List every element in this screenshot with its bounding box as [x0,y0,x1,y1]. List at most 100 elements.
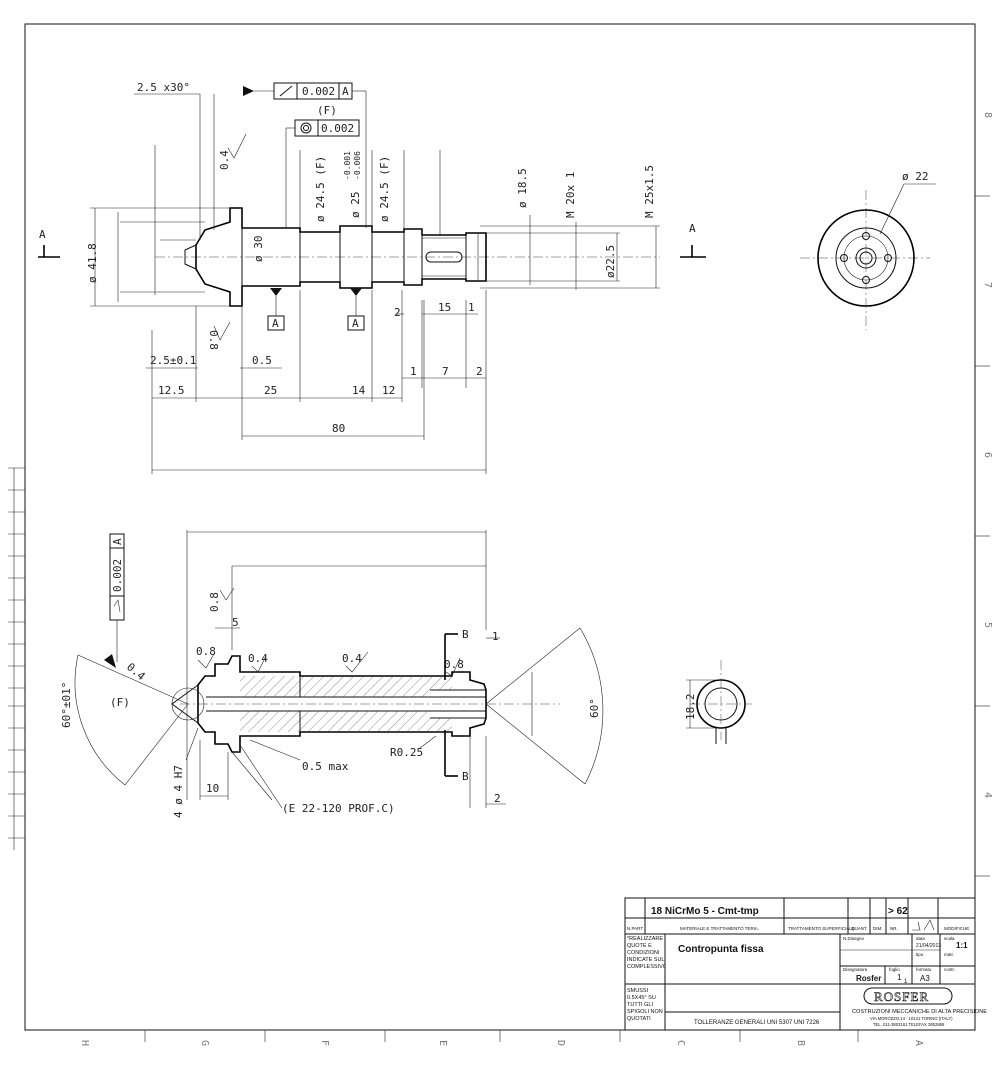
datum-a-2: A [352,317,359,330]
zone-number-4: 4 [982,792,993,798]
runout-value: 0.002 [302,85,335,98]
roughness-08-right: 0.8 [444,658,464,671]
roughness-04-top: 0.4 [218,150,231,170]
company-addr: VIA MOROZZO,14 - 10141 TORINO (ITALY) [870,1016,953,1021]
max-note: 0.5 max [302,760,349,773]
hardness-label: > 62 [888,906,908,917]
end-view: ø 22 [800,170,936,330]
dia-41-8-label: ø 41.8 [86,243,99,283]
dim-2-label: 2 [394,306,401,319]
runout-value-vertical: 0.002 [111,559,124,592]
date-value: 21/04/2013 [916,943,941,949]
roughness-04-c: 0.4 [124,660,148,683]
roughness-08-bottom: 0.8 [207,330,220,350]
zone-letter-d: D [555,1040,566,1046]
right-zone-ruler: 8 7 6 5 4 [975,112,993,877]
dim-2-section-label: 2 [494,792,501,805]
section-b-bottom-label: B [462,770,469,783]
dim-25-label: 25 [264,384,277,397]
concentricity-value: 0.002 [321,122,354,135]
dia-22-label: ø 22 [902,170,929,183]
dim-12-label: 12 [382,384,395,397]
zone-number-7: 7 [982,282,993,288]
concentricity-ref: (F) [317,104,337,117]
holes-note: 4 ø 4 H7 [172,765,185,818]
dia-25-tol-upper: -0.001 [343,151,352,180]
zone-number-8: 8 [982,112,993,118]
angle-60-label: 60° [588,698,601,718]
dim-80-label: 80 [332,422,345,435]
dia-30-label: ø 30 [252,236,265,263]
angle-60-tol-label: 60°±01° [60,682,73,728]
company-tel: TEL. 011-3803161 TELEFAX 3852869 [873,1022,945,1027]
zone-number-6: 6 [982,452,993,458]
col-dim: DIM. [873,926,883,931]
roughness-08-top: 0.8 [208,592,221,612]
dim-14-label: 14 [352,384,366,397]
zone-letter-h: H [79,1040,90,1046]
zone-letter-c: C [675,1040,686,1046]
chamfer-note: 2.5 x30° [137,81,190,94]
dim-5-label: 5 [232,616,239,629]
left-60-angle-arc [74,654,126,786]
col-quant: QUANT. [851,926,868,931]
runout-datum-vertical: A [111,538,124,545]
note-smussi: SMUSSI 0.5X45° SU TUTTI GLI SPIGOLI NON … [627,988,663,1022]
right-60-angle-arc [579,627,604,785]
zone-letter-b: B [795,1040,806,1046]
label-foglio: foglio [889,967,900,972]
sheet-no: 1 [897,973,902,982]
title-block: 18 NiCrMo 5 - Cmt-tmp > 62 N.PART MATERI… [624,897,987,1031]
drawer-value: Rosfer [856,974,881,983]
dia-24-5-f2-label: ø 24.5 (F) [378,156,391,222]
tolerances-note: TOLLERANZE GENERALI UNI 5307 UNI 7226 [694,1020,820,1026]
format-value: A3 [920,974,930,983]
roughness-04-b: 0.4 [342,652,362,665]
label-data: data [916,936,925,941]
part-name: Contropunta fissa [678,944,764,955]
company-logo: ROSFER [874,989,929,1004]
label-disegnatore: Disegnatore [843,967,868,972]
dim-2b-label: 2 [476,365,483,378]
scale-value: 1:1 [956,941,968,950]
label-formato: formato [916,967,932,972]
bolt-hole-1 [862,232,870,240]
dia-18-2-label: 18.2 [684,694,697,721]
dim-2-5-tol-label: 2.5±0.1 [150,354,196,367]
section-a-right-label: A [689,222,696,235]
section-b-top-label: B [462,628,469,641]
label-mat: matr. [944,952,954,957]
zone-letter-f: F [319,1040,330,1046]
key-slot [425,251,463,263]
bolt-hole-2 [862,276,870,284]
bolt-hole-3 [840,254,848,262]
col-material: MATERIALE E TRATTAMENTO TERm. [680,926,759,931]
label-ndisegno: N.Disegno [843,936,865,941]
dia-22-5-label: ø22.5 [604,245,617,278]
zone-letter-g: G [199,1040,210,1046]
left-scale-ruler [8,467,25,850]
dim-7-label: 7 [442,365,449,378]
runout-datum: A [342,85,349,98]
col-surface: TRATTAMENTO SUPERFICIALE [788,926,855,931]
section-b-view: 18.2 [684,660,752,744]
zone-number-5: 5 [982,622,993,628]
note-realize: *REALIZZARE QUOTE E CONDIZIONI INDICATE … [627,936,665,970]
radius-note: R0.25 [390,746,423,759]
section-view: A 0.002 60°±01° (F) 60° 0.8 5 0.8 0.4 0.… [60,530,604,818]
bottom-zone-ruler: H G F E D C B A [79,1030,924,1046]
datum-a-1: A [272,317,279,330]
sheet-border [24,23,976,1031]
dim-15-label: 15 [438,301,451,314]
section-hatch-bottom [240,711,452,732]
ref-f-label: (F) [110,696,130,709]
thread-m25-label: M 25x1.5 [643,165,656,218]
company-desc: COSTRUZIONI MECCANICHE DI ALTA PRECISION… [852,1009,987,1015]
dim-1-section-label: 1 [492,630,499,643]
dia-18-5-label: ø 18.5 [516,168,529,208]
label-contr: contr. [944,967,955,972]
dia-25-tol-lower: -0.006 [353,151,362,180]
col-modifiche: MODIFICHE [944,926,969,931]
roughness-04-a: 0.4 [248,652,268,665]
dim-10-label: 10 [206,782,219,795]
